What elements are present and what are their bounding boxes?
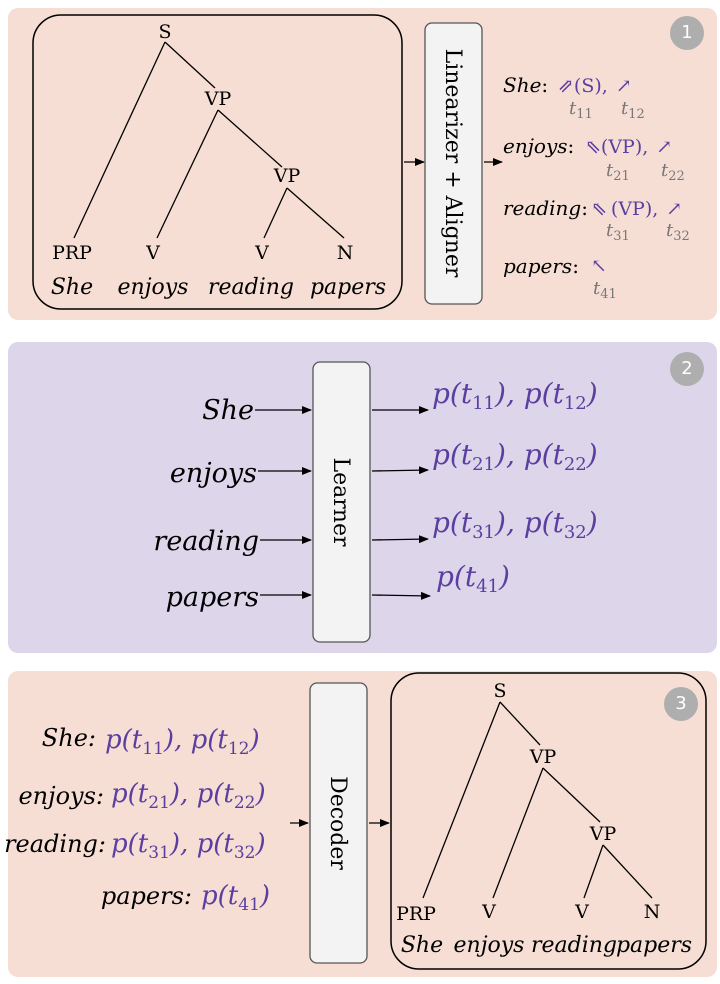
- probability-output: p(t41): [436, 560, 510, 597]
- input-word: She: [202, 395, 254, 426]
- learner-inputs: She enjoys reading papers: [153, 395, 312, 613]
- output-arrow: [371, 535, 429, 544]
- decoder-input-prob: p(t11), p(t12): [105, 725, 260, 759]
- tree-node-vp: VP: [273, 165, 301, 187]
- tree-edge: [156, 109, 219, 239]
- decoder-input-word: papers:: [101, 882, 192, 910]
- linearized-t: t21: [606, 160, 630, 184]
- linearized-output: She: ⇗(S),↗ t11 t12 enjoys: ⇖(VP),↗ t21 …: [503, 73, 690, 302]
- output-arrow: [371, 591, 431, 600]
- linearizer-label: Linearizer + Aligner: [440, 49, 465, 278]
- tree-edge: [164, 41, 216, 89]
- tree-tag-v: V: [481, 901, 496, 923]
- tree-edge: [73, 41, 166, 239]
- learner-outputs: p(t11), p(t12) p(t21), p(t22) p(t31), p(…: [371, 377, 598, 600]
- linearized-word: enjoys:: [503, 134, 574, 158]
- tree-node-vp: VP: [204, 88, 232, 110]
- decoder-label: Decoder: [325, 776, 350, 870]
- tree-word: papers: [616, 933, 692, 958]
- linearized-tag: ⇖(VP),↗: [591, 198, 682, 220]
- tree-node-vp: VP: [589, 823, 617, 845]
- tree-tag-n: N: [644, 901, 661, 923]
- learner-label: Learner: [328, 458, 353, 547]
- tree-edge: [492, 767, 544, 899]
- decoder-input-word: reading:: [4, 830, 106, 858]
- linearized-t: t41: [593, 278, 617, 302]
- step-badge-2: 2: [670, 352, 704, 386]
- output-arrow: [371, 466, 429, 475]
- tree-tag-v: V: [574, 901, 589, 923]
- linearized-tag: ↖: [591, 255, 607, 277]
- step-badge-3: 3: [664, 687, 698, 721]
- tree-edge: [602, 844, 653, 899]
- tree-tag-prp: PRP: [396, 903, 436, 925]
- linearized-word: papers:: [503, 254, 579, 278]
- linearized-tag: ⇖(VP),↗: [585, 136, 672, 158]
- step-badge-1: 1: [670, 16, 704, 50]
- decoder-inputs: She: enjoys: reading: papers: p(t11), p(…: [4, 724, 270, 915]
- probability-output: p(t11), p(t12): [432, 377, 598, 414]
- decoder-input-prob: p(t41): [201, 881, 270, 915]
- linearized-t: t32: [666, 220, 690, 244]
- linearized-t: t11: [569, 98, 593, 122]
- decoder-input-prob: p(t31), p(t32): [111, 829, 266, 863]
- linearized-t: t31: [606, 220, 630, 244]
- linearizer-box: [424, 22, 483, 305]
- parse-tree-box-1: [32, 14, 403, 310]
- decoder-input-word: enjoys:: [18, 782, 104, 810]
- tree-node-s: S: [493, 680, 506, 702]
- linearized-t: t12: [621, 98, 645, 122]
- tree-tag-v: V: [254, 242, 269, 264]
- tree-tag-v: V: [145, 242, 160, 264]
- input-word: papers: [166, 582, 259, 613]
- tree-word: enjoys: [454, 933, 525, 958]
- linearized-tag: ⇗(S),↗: [558, 75, 632, 97]
- probability-output: p(t21), p(t22): [432, 438, 598, 475]
- tree-edge: [542, 767, 601, 823]
- tree-edge: [499, 701, 541, 746]
- tree-word: reading: [208, 275, 294, 300]
- tree-word: enjoys: [118, 275, 189, 300]
- tree-edge: [286, 187, 345, 239]
- tree-word: She: [401, 933, 443, 958]
- tree-edge: [422, 701, 501, 899]
- tree-node-vp: VP: [529, 746, 557, 768]
- linearized-word: She:: [503, 73, 548, 97]
- decoder-box: [309, 682, 368, 964]
- tree-word: reading: [531, 933, 617, 958]
- tree-word: papers: [310, 275, 386, 300]
- probability-output: p(t31), p(t32): [432, 506, 598, 543]
- linearized-t: t22: [661, 160, 685, 184]
- tree-edge: [217, 109, 283, 168]
- input-word: enjoys: [170, 458, 257, 489]
- tree-tag-prp: PRP: [52, 242, 92, 264]
- parse-tree-1: S VP VP PRP V V N She enjoys reading pap…: [51, 21, 386, 300]
- linearized-word: reading:: [503, 196, 588, 220]
- decoder-input-prob: p(t21), p(t22): [111, 779, 266, 813]
- decoder-input-word: She:: [42, 724, 96, 752]
- tree-node-s: S: [158, 21, 171, 43]
- tree-word: She: [51, 275, 93, 300]
- tree-edge: [263, 187, 288, 239]
- parse-tree-box-2: [390, 672, 707, 970]
- input-word: reading: [153, 526, 259, 557]
- learner-box: [312, 361, 371, 643]
- tree-tag-n: N: [337, 242, 354, 264]
- tree-edge: [583, 844, 604, 899]
- parse-tree-2: S VP VP PRP V V N She enjoys reading pap…: [396, 680, 692, 958]
